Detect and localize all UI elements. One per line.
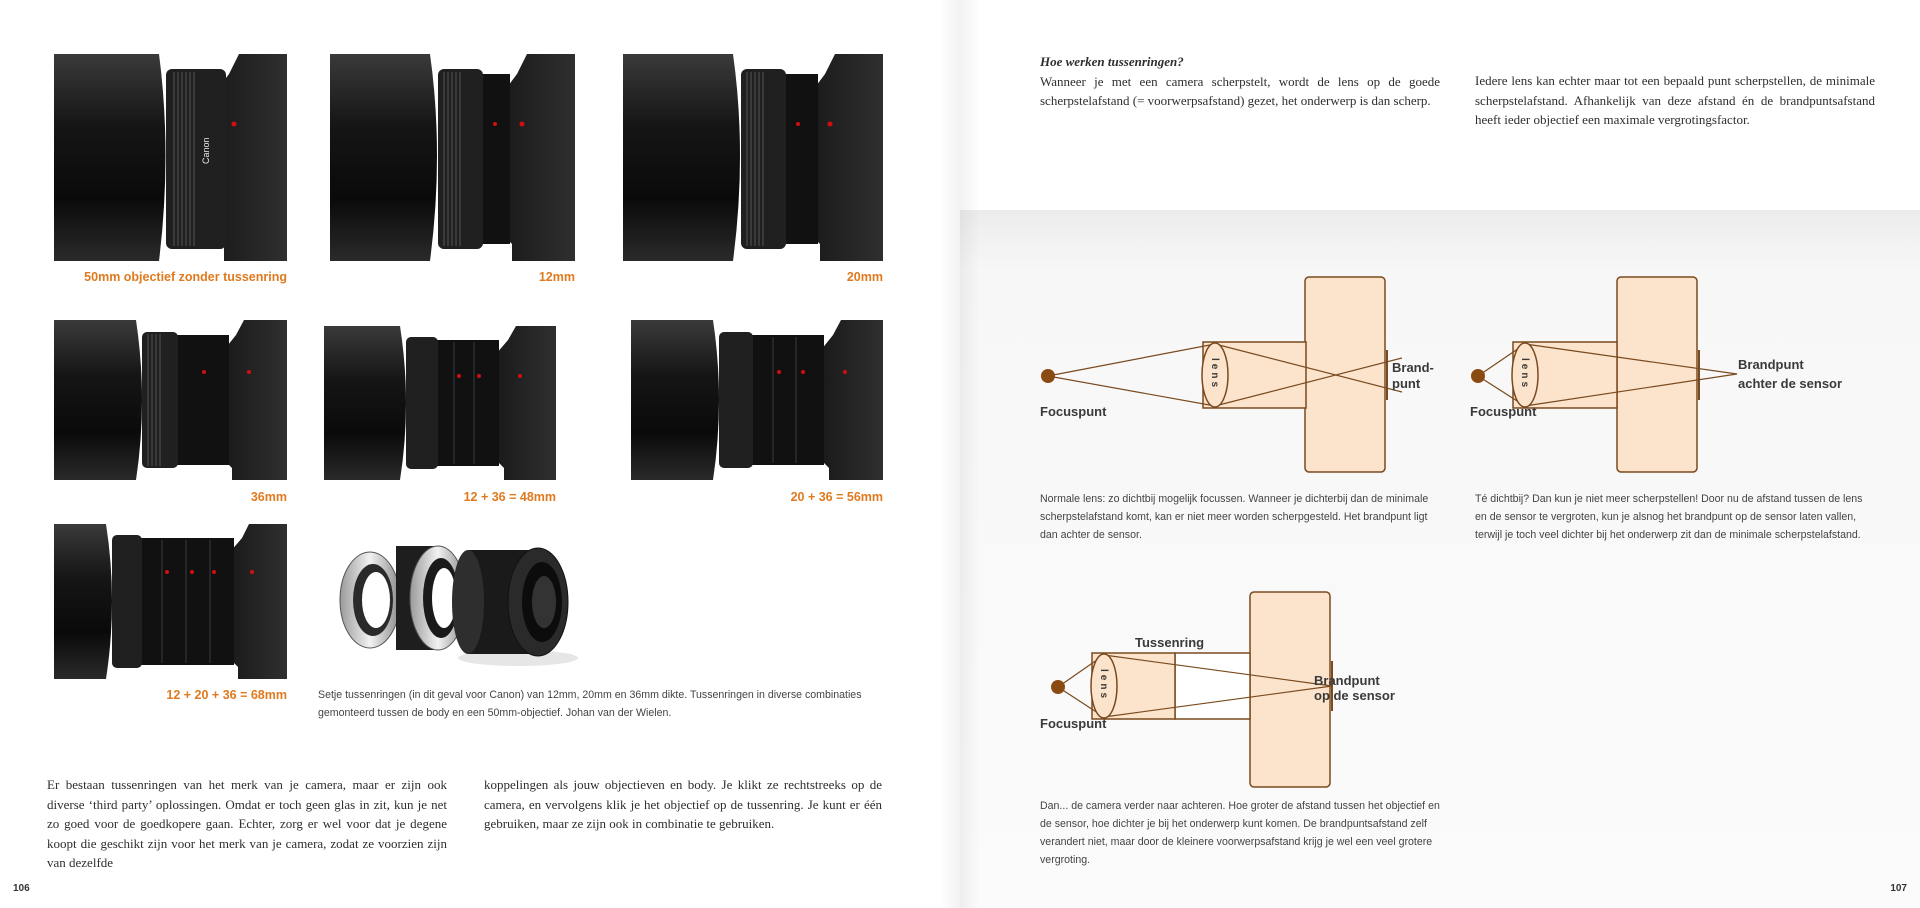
left-page: Canon 50mm objectief zonder tussenring 1… [13,54,883,894]
lens-brand-text: Canon [201,137,211,164]
book-gutter [940,0,980,908]
page-number-right: 107 [1890,883,1907,894]
caption-12mm: 12mm [538,270,575,284]
photo-56mm [631,320,883,480]
photo-48mm [324,326,556,480]
lens-element [1201,342,1229,408]
brandpunt-label-line2: achter de sensor [1738,376,1842,391]
brandpunt-label-line1: Brandpunt [1314,673,1380,688]
photo-12mm [330,54,575,261]
caption-48mm: 12 + 36 = 48mm [463,490,556,504]
intro-text-1: Wanneer je met een camera scherpstelt, w… [1040,73,1440,109]
focus-label: Focuspunt [1470,404,1537,419]
caption-20mm: 20mm [846,270,883,284]
brandpunt-label-line2: punt [1392,376,1421,391]
focus-label: Focuspunt [1040,404,1107,419]
brandpunt-label-line1: Brand- [1392,360,1434,375]
right-page: Hoe werken tussenringen? Wanneer je met … [960,0,1920,908]
diagram-normal-lens-caption: Normale lens: zo dichtbij mogelijk focus… [1040,493,1429,541]
page-number-left: 106 [13,883,30,894]
caption-56mm: 20 + 36 = 56mm [790,490,883,504]
extension-ring [1174,652,1251,720]
lens-element [1511,342,1539,408]
caption-36mm: 36mm [250,490,287,504]
lens-element [1090,653,1118,719]
focus-point-dot [1051,680,1065,694]
left-body-col-2: koppelingen als jouw objectieven en body… [484,777,882,831]
intro-column-2: Iedere lens kan echter maar tot een bepa… [1475,73,1875,127]
intro-column-1: Hoe werken tussenringen? Wanneer je met … [1040,52,1440,111]
diagram-background-band [960,210,1920,908]
focus-point-dot [1471,369,1485,383]
photo-extension-rings-set [318,530,584,670]
caption-68mm: 12 + 20 + 36 = 68mm [166,688,287,702]
diagram-with-extension-ring-caption: Dan... de camera verder naar achteren. H… [1040,800,1440,866]
focus-point-dot [1041,369,1055,383]
left-body-col-1: Er bestaan tussenringen van het merk van… [47,777,447,870]
diagram-too-close-caption: Té dichtbij? Dan kun je niet meer scherp… [1475,493,1863,541]
caption-50mm: 50mm objectief zonder tussenring [84,270,287,284]
section-heading: Hoe werken tussenringen? [1040,54,1184,69]
brandpunt-label-line2: op de sensor [1314,688,1395,703]
diagram-with-extension-ring: lens Tussenring Focuspunt Brandpunt op d… [1040,585,1460,795]
sensor-block [1304,276,1386,473]
lens-label: lens [1519,358,1530,390]
extension-ring-label: Tussenring [1135,635,1204,650]
diagram-too-close: lens Focuspunt Brandpunt achter de senso… [1470,270,1890,480]
photo-68mm [54,524,287,679]
focus-label: Focuspunt [1040,716,1107,731]
photo-36mm [54,320,287,480]
brandpunt-label-line1: Brandpunt [1738,357,1804,372]
photo-20mm [623,54,883,261]
diagram-normal-lens: lens Focuspunt Brand- punt [1040,270,1440,480]
rings-caption: Setje tussenringen (in dit geval voor Ca… [318,689,862,719]
sensor-block [1616,276,1698,473]
photo-50mm-no-ring: Canon [54,54,287,261]
lens-label: lens [1209,358,1220,390]
lens-label: lens [1098,669,1109,701]
